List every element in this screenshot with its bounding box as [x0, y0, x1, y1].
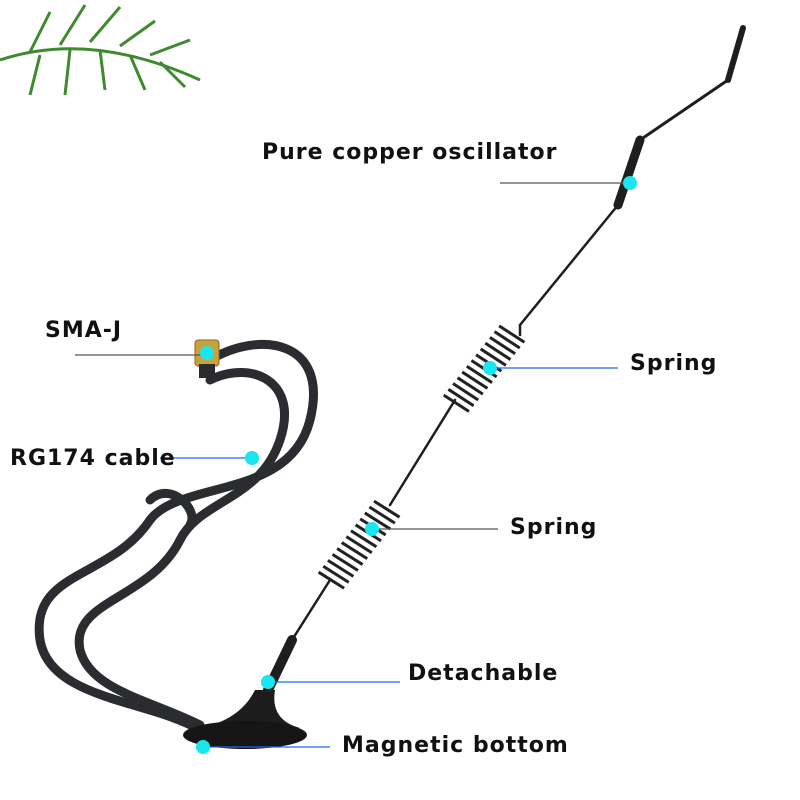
spring-turn: [350, 529, 378, 549]
label-spring-lower: Spring: [510, 515, 598, 540]
label-cable: RG174 cable: [10, 446, 176, 471]
spring-turn: [479, 347, 507, 367]
spring-turn: [327, 559, 355, 578]
spring-turn: [489, 336, 516, 356]
label-detachable: Detachable: [408, 661, 559, 686]
spring-turn: [336, 547, 364, 566]
spring-turn: [368, 505, 396, 525]
spring-turn: [317, 570, 345, 590]
spring-turn: [363, 511, 392, 531]
spring-turn: [493, 330, 521, 350]
marker-dots: [196, 176, 637, 754]
leader-lines: [75, 182, 630, 748]
spring-turn: [331, 553, 359, 572]
marker-magnetic: [196, 740, 210, 754]
spring-turn: [442, 393, 470, 413]
palm-leaf-decoration: [0, 4, 201, 96]
marker-oscillator: [623, 176, 637, 190]
spring-turn: [322, 564, 350, 584]
antenna-rod: [263, 25, 746, 695]
marker-detachable: [261, 675, 275, 689]
label-magnetic: Magnetic bottom: [342, 733, 569, 758]
spring-turn: [498, 324, 526, 344]
label-sma: SMA-J: [45, 318, 123, 343]
marker-spring-upper: [483, 361, 497, 375]
spring-turn: [456, 376, 484, 396]
label-oscillator: Pure copper oscillator: [262, 140, 558, 165]
spring-turn: [340, 541, 369, 560]
spring-turn: [452, 382, 480, 402]
label-spring-upper: Spring: [630, 351, 718, 376]
marker-spring-lower: [365, 522, 379, 536]
spring-turn: [465, 364, 493, 384]
spring-turn: [461, 370, 489, 390]
spring-turn: [373, 499, 401, 519]
spring-turn: [447, 388, 475, 407]
marker-cable: [245, 451, 259, 465]
marker-sma: [200, 346, 214, 360]
magnetic-base: [183, 690, 307, 749]
rg174-cable: [34, 339, 318, 735]
spring-turn: [345, 535, 373, 554]
spring-turn: [484, 341, 512, 361]
